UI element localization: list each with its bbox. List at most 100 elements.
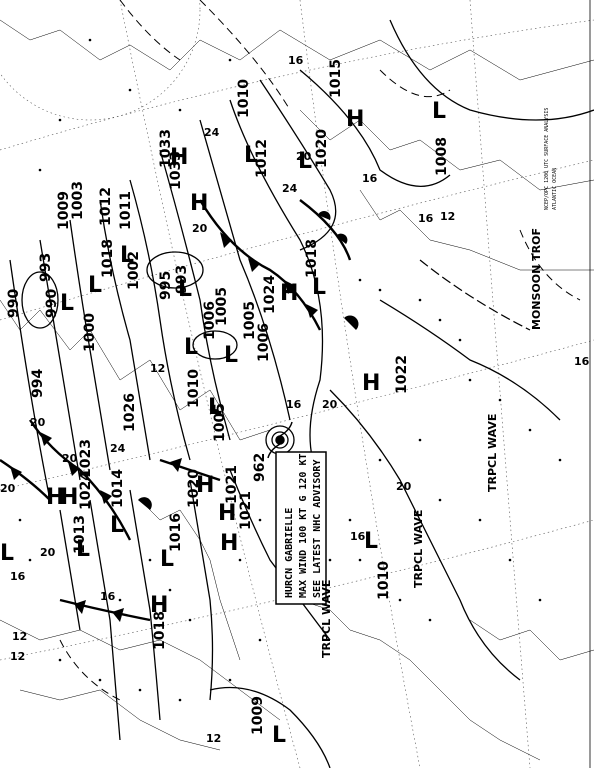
isobar-label: 1006 [202,301,218,340]
isotherm-label: 16 [286,398,302,411]
isobar-label: 1003 [70,181,86,220]
isobar-label: 990 [44,289,60,318]
isobar-label: 1012 [98,187,114,226]
isobar-label: 1024 [262,275,278,314]
isobar-label: 1008 [434,137,450,176]
isobar-label: 1005 [242,301,258,340]
low-center: L [76,537,90,562]
isobar-label: 1010 [186,369,202,408]
isotherm-label: 16 [100,590,116,603]
isobar-label: 1006 [256,323,272,362]
high-center: H [346,107,364,132]
isotherm-label: 16 [362,172,378,185]
hurricane-symbol [267,421,293,459]
isobar-label: 1023 [78,439,94,478]
coastlines [0,19,594,761]
isobar-label: 1015 [328,59,344,98]
low-center: L [432,99,446,124]
isobar-label: 993 [174,265,190,294]
high-center: H [362,371,380,396]
dashed-isolines [59,0,581,701]
low-center: L [298,149,312,174]
isobar-label: 1009 [56,191,72,230]
isotherm-label: 20 [30,416,46,429]
isobar-label: 993 [38,253,54,282]
isobars [9,19,594,768]
tropical-wave-label: TRPCL WAVE [412,510,425,588]
high-center: H [46,485,64,510]
pressure-centers: H L L L H H H L L L L L L L L H H H H H … [0,99,446,748]
isobar-label: 1005 [212,403,228,442]
isotherm-label: 16 [418,212,434,225]
low-center: L [312,275,326,300]
isobar-label: 1010 [376,561,392,600]
tropical-wave-label: TRPCL WAVE [320,580,333,658]
isobar-label: 1026 [122,393,138,432]
isotherm-label: 12 [10,650,25,663]
header-line-1: NCEP/OPC 1200 UTC SURFACE ANALYSIS [544,108,550,210]
low-center: L [110,513,124,538]
low-center: L [88,273,102,298]
chart-header: NCEP/OPC 1200 UTC SURFACE ANALYSIS ATLAN… [544,108,558,210]
isobar-label: 1016 [168,513,184,552]
monsoon-trough-label: MONSOON TROF [530,228,543,330]
isobar-label: 1005 [214,287,230,326]
low-center: L [244,143,258,168]
cold-front-barbs [10,232,318,622]
isotherm-label: 12 [150,362,165,375]
isobar-label: 1018 [100,239,116,278]
high-center: H [196,473,214,498]
isotherm-label: 16 [10,570,26,583]
isobar-label: 1014 [110,469,126,508]
isotherm-label: 20 [40,546,56,559]
low-center: L [184,335,198,360]
low-center: L [364,529,378,554]
isotherm-label: 12 [206,732,221,745]
high-center: H [60,485,78,510]
isobar-label: 1011 [118,191,134,230]
high-center: H [170,145,188,170]
high-center: H [218,501,236,526]
low-center: L [160,547,174,572]
isotherm-label: 20 [322,398,338,411]
monsoon-trough-line [419,259,531,331]
low-center: L [120,243,134,268]
isotherm-label: 20 [62,452,78,465]
advisory-line-1: HURCN GABRIELLE [284,508,295,598]
isobar-label: 994 [30,369,46,398]
advisory-line-2: MAX WIND 100 KT G 120 KT [298,454,309,599]
isobar-label: 1013 [72,515,88,554]
low-center: L [178,277,192,302]
isobar-label: 1033 [168,151,184,190]
high-center: H [280,281,298,306]
isotherm-label: 12 [12,630,27,643]
isobar-label: 1012 [254,139,270,178]
isotherm-label: 24 [204,126,220,139]
isobar-label: 1002 [126,251,142,290]
isobar-label: 990 [6,289,22,318]
isotherm-label: 20 [192,222,208,235]
isotherm-labels: 16 12 16 20 24 24 20 16 20 16 20 12 20 1… [0,54,590,745]
tropical-wave-label: TRPCL WAVE [486,414,499,492]
header-line-2: ATLANTIC OCEAN [552,168,558,210]
isobar-label: 962 [252,453,268,482]
advisory-line-3: SEE LATEST NHC ADVISORY [312,460,323,598]
isotherm-label: 12 [440,210,455,223]
isotherm-label: 20 [396,480,412,493]
isobar-label: 1020 [186,469,202,508]
warm-front-barbs [138,211,359,510]
low-center: L [60,291,74,316]
isobar-label: 1021 [238,491,254,530]
isotherm-label: 24 [110,442,126,455]
isobar-label: 1022 [394,355,410,394]
high-center: H [220,531,238,556]
isobar-label: 1009 [250,696,266,735]
low-center: L [224,343,238,368]
isobar-label: 1018 [304,239,320,278]
isobar-label: 1024 [78,471,94,510]
low-center: L [208,395,222,420]
isobar-label: 1033 [158,129,174,168]
isotherm-label: 20 [0,482,16,495]
